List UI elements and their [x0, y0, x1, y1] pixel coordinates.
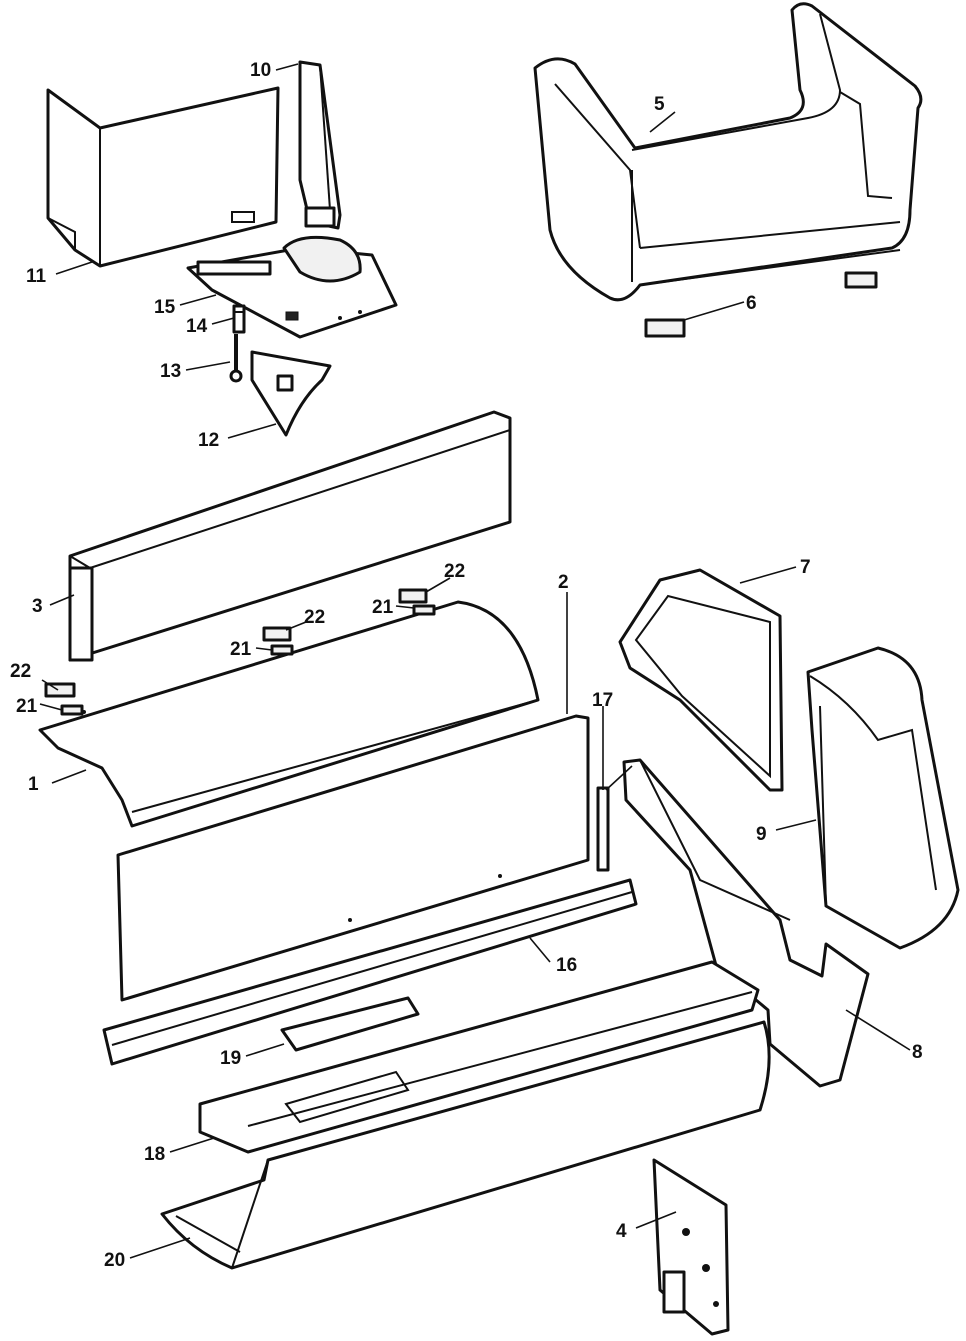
callout-1: 1 — [28, 774, 39, 795]
callout-18: 18 — [144, 1144, 165, 1165]
callout-6: 6 — [746, 293, 757, 314]
callout-7: 7 — [800, 557, 811, 578]
part-19-small-plate — [280, 996, 420, 1052]
callout-9: 9 — [756, 824, 767, 845]
callout-11: 11 — [26, 266, 47, 287]
callout-4: 4 — [616, 1221, 627, 1242]
callout-21b: 21 — [230, 639, 252, 660]
part-2-side-panel — [116, 714, 590, 1002]
callout-8: 8 — [912, 1042, 923, 1063]
callout-5: 5 — [654, 94, 665, 115]
part-14-bolt — [232, 304, 246, 334]
part-8-long-bracket — [622, 758, 870, 1088]
callout-14: 14 — [186, 316, 208, 337]
callout-15: 15 — [154, 297, 176, 318]
part-3-upper-panel — [68, 410, 512, 662]
part-7-side-frame — [618, 568, 784, 792]
callout-16: 16 — [556, 955, 577, 976]
callout-22b: 22 — [304, 607, 325, 628]
callout-2: 2 — [558, 572, 569, 593]
part-21-22-hinges — [44, 588, 436, 716]
part-17-strip — [596, 786, 610, 872]
callout-10: 10 — [250, 60, 271, 81]
callout-3: 3 — [32, 596, 43, 617]
part-20-lower-trough — [160, 1020, 771, 1270]
callout-12: 12 — [198, 430, 219, 451]
part-4-mount-plate — [652, 1158, 730, 1336]
callout-22a: 22 — [10, 661, 31, 682]
callout-21a: 21 — [16, 696, 38, 717]
callout-21c: 21 — [372, 597, 394, 618]
part-16-angle-rail — [102, 878, 638, 1066]
callout-20: 20 — [104, 1250, 125, 1271]
part-11-rear-panel — [46, 86, 280, 268]
part-9-fender-shroud — [806, 646, 960, 950]
part-1-cover-panel — [38, 600, 540, 828]
part-13-rod — [229, 334, 243, 383]
callout-13: 13 — [160, 361, 181, 382]
callout-labels: 1 2 3 4 5 6 7 8 9 10 11 12 13 14 15 16 1… — [10, 60, 923, 1271]
part-6-clips — [644, 271, 878, 338]
callout-22c: 22 — [444, 561, 465, 582]
part-5-cab-shroud — [533, 2, 923, 302]
leader-lines — [39, 63, 911, 1259]
callout-19: 19 — [220, 1048, 241, 1069]
part-18-floor-channel — [198, 960, 760, 1154]
part-12-triangle-bracket — [250, 350, 332, 437]
part-15-floor-plate — [186, 235, 398, 339]
callout-17: 17 — [592, 690, 613, 711]
part-10-side-bracket — [298, 60, 342, 230]
